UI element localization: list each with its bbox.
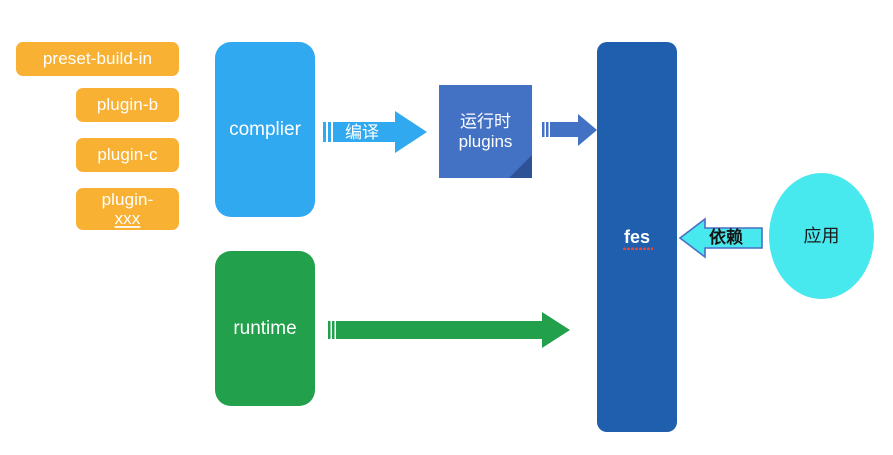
node-runtime[interactable]: runtime xyxy=(215,251,315,406)
plugin-chip-preset-build-in[interactable]: preset-build-in xyxy=(16,42,179,76)
node-app-label: 应用 xyxy=(803,225,840,246)
plugin-chip-plugin-b[interactable]: plugin-b xyxy=(76,88,179,122)
node-runtime-label: runtime xyxy=(233,317,297,339)
plugin-chip-label: plugin-b xyxy=(96,95,159,115)
plugin-chip-plugin-xxx[interactable]: plugin- xxx xyxy=(76,188,179,230)
node-runtime-plugins[interactable]: 运行时 plugins xyxy=(439,85,532,178)
node-fes[interactable]: fes xyxy=(597,42,677,432)
node-runtime-plugins-line2: plugins xyxy=(458,131,513,151)
arrow-plugins-to-fes xyxy=(542,114,597,146)
spellcheck-squiggle-icon xyxy=(622,246,653,251)
arrow-runtime-to-fes xyxy=(328,312,570,348)
plugin-chip-label-wrap: plugin- xxx xyxy=(102,190,154,228)
plugin-chip-label: plugin-c xyxy=(97,145,158,165)
arrow-compile xyxy=(323,111,427,153)
arrow-depend xyxy=(678,217,763,259)
plugin-chip-label-line1: plugin- xyxy=(101,189,154,209)
plugin-chip-label: preset-build-in xyxy=(42,49,153,69)
node-complier-label: complier xyxy=(229,118,301,140)
node-complier[interactable]: complier xyxy=(215,42,315,217)
node-runtime-plugins-line1: 运行时 xyxy=(460,112,511,132)
plugin-chip-plugin-c[interactable]: plugin-c xyxy=(76,138,179,172)
node-fes-label-wrap: fes xyxy=(622,226,653,251)
plugin-chip-label-line2: xxx xyxy=(114,209,141,228)
node-fes-label: fes xyxy=(623,226,650,247)
node-app[interactable]: 应用 xyxy=(769,173,874,299)
